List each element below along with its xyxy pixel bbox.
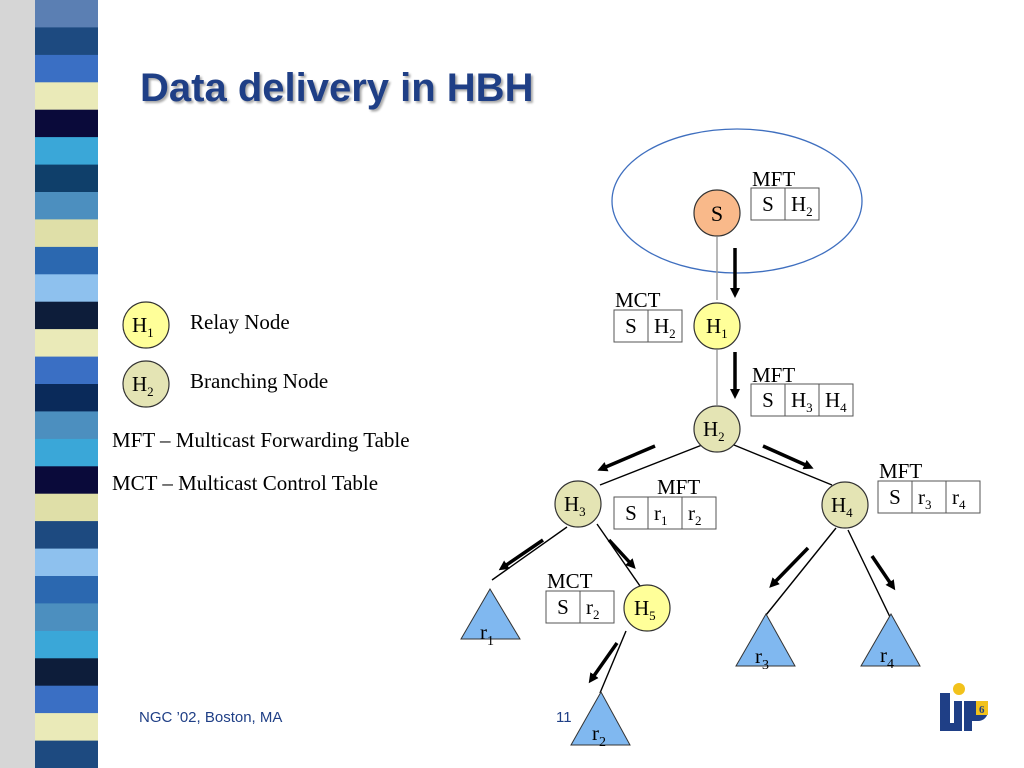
- receiver-r2-label: r2: [592, 721, 606, 750]
- svg-text:H2: H2: [132, 372, 154, 399]
- table-title: MFT: [752, 167, 795, 191]
- table-cell: [784, 383, 820, 417]
- table-cell-text: H4: [825, 388, 847, 415]
- receiver-r2: r2: [570, 690, 631, 750]
- legend-branching-node-symbol: H2: [122, 360, 170, 408]
- table-cell: [945, 480, 981, 514]
- svg-text:6: 6: [979, 704, 985, 716]
- table-cell: [545, 590, 581, 624]
- arrow-h3-to-h5: [607, 538, 636, 569]
- arrow-h2-to-h4: [762, 444, 814, 470]
- source-highlight-ellipse: [611, 128, 863, 274]
- decorative-sidebar: [0, 0, 118, 768]
- table-cell-text: r1: [654, 501, 668, 528]
- table-cell-text: r2: [586, 595, 600, 622]
- node-h5-relay: H5: [623, 584, 671, 632]
- table-cell: [750, 383, 786, 417]
- table-cell: [784, 187, 820, 221]
- footer-page-number: 11: [556, 709, 572, 726]
- table-cell-text: H2: [791, 192, 813, 219]
- table-title: MCT: [615, 288, 661, 312]
- node-h1-label: H1: [706, 314, 728, 341]
- legend-branching-node-label: Branching Node: [190, 369, 329, 393]
- table-cell-text: H3: [791, 388, 813, 415]
- receiver-r3-label: r3: [755, 644, 769, 673]
- footer-conference: NGC ’02, Boston, MA: [139, 709, 283, 726]
- slide-title: Data delivery in HBH: [140, 66, 534, 110]
- node-h1-relay: H1: [693, 302, 741, 350]
- lip6-logo: 6: [940, 683, 988, 731]
- table-cell-text: r3: [918, 485, 932, 512]
- table-cell-text: r2: [688, 501, 702, 528]
- receiver-r4: r4: [860, 612, 921, 672]
- legend-mft-definition: MFT – Multicast Forwarding Table: [112, 428, 410, 452]
- delivery-arrows: [498, 248, 896, 684]
- table-title: MFT: [752, 363, 795, 387]
- node-h4-label: H4: [831, 493, 853, 520]
- node-h2-label: H2: [703, 417, 725, 444]
- arrow-h5-to-r2: [588, 641, 619, 684]
- legend-relay-node-symbol: H1: [122, 301, 170, 349]
- legend-relay-node-label: Relay Node: [190, 310, 290, 334]
- table-title: MFT: [657, 475, 700, 499]
- table-title: MFT: [879, 459, 922, 483]
- receiver-r1-label: r1: [480, 620, 494, 649]
- table-cell: [579, 590, 615, 624]
- legend-mct-definition: MCT – Multicast Control Table: [112, 471, 379, 495]
- node-h3-branching: H3: [554, 480, 602, 528]
- table-cell: [818, 383, 854, 417]
- table-title: MCT: [547, 569, 593, 593]
- table-cell-text: r4: [952, 485, 966, 512]
- arrow-h4-to-r4: [870, 555, 896, 591]
- tree-branches: [491, 444, 891, 694]
- receiver-r4-label: r4: [880, 643, 894, 672]
- receiver-r3: r3: [735, 612, 796, 673]
- arrow-h4-to-r3: [769, 546, 810, 588]
- arrow-h2-to-h3: [597, 444, 656, 472]
- node-h4-branching: H4: [821, 481, 869, 529]
- table-cell: [911, 480, 947, 514]
- receiver-r1: r1: [460, 588, 521, 649]
- node-h3-label: H3: [564, 492, 586, 519]
- arrow-h3-to-r1: [498, 538, 544, 571]
- table-cell-text: H2: [654, 314, 676, 341]
- svg-text:H1: H1: [132, 313, 154, 340]
- table-cell-text: S: [557, 595, 569, 619]
- node-h5-label: H5: [634, 596, 656, 623]
- table-cell-text: S: [762, 388, 774, 412]
- table-cell: [681, 496, 717, 530]
- table-cell-text: S: [625, 314, 637, 338]
- node-h2-branching: H2: [693, 405, 741, 453]
- table-cell-text: S: [762, 192, 774, 216]
- node-source: S: [693, 189, 741, 237]
- table-cell-text: S: [889, 485, 901, 509]
- table-cell-text: S: [625, 501, 637, 525]
- table-cell: [647, 309, 683, 343]
- svg-text:S: S: [711, 201, 723, 226]
